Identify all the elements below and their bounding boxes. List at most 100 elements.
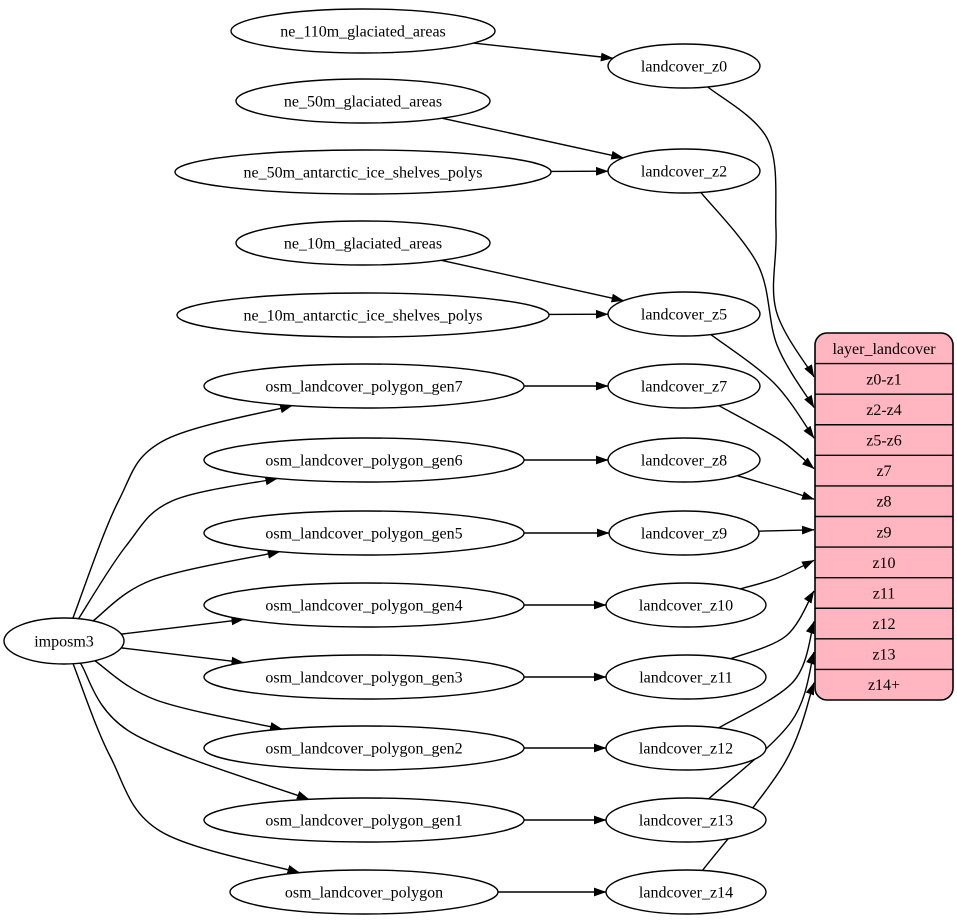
node-ellipse	[203, 725, 525, 771]
node-label-osm_landcover_polygon: osm_landcover_polygon	[285, 885, 443, 902]
node-ellipse	[605, 797, 767, 843]
node-ellipse	[203, 582, 525, 628]
node-ellipse	[607, 437, 761, 483]
edge-imposm3-to-osm_landcover_polygon_gen5	[92, 549, 281, 622]
node-osm_landcover_polygon: osm_landcover_polygon	[229, 869, 499, 915]
node-label-osm_landcover_polygon_gen6: osm_landcover_polygon_gen6	[265, 453, 462, 470]
node-ellipse	[605, 582, 767, 628]
node-landcover_z0: landcover_z0	[607, 43, 761, 89]
node-ellipse	[608, 510, 760, 556]
node-ellipse	[203, 363, 525, 409]
edge-ne_50m_glaciated_areas-to-landcover_z2	[441, 117, 624, 160]
node-label-landcover_z8: landcover_z8	[641, 453, 727, 470]
node-label-osm_landcover_polygon_gen5: osm_landcover_polygon_gen5	[265, 526, 462, 543]
node-label-ne_110m_glaciated_areas: ne_110m_glaciated_areas	[280, 24, 446, 41]
edge-imposm3-to-osm_landcover_polygon	[72, 663, 300, 874]
node-label-landcover_z13: landcover_z13	[639, 813, 733, 830]
node-ellipse	[3, 617, 125, 665]
node-osm_landcover_polygon_gen6: osm_landcover_polygon_gen6	[203, 437, 525, 483]
node-ellipse	[235, 78, 491, 124]
node-ne_50m_antarctic_ice_shelves_polys: ne_50m_antarctic_ice_shelves_polys	[174, 149, 552, 195]
node-ellipse	[176, 292, 550, 338]
node-label-ne_50m_antarctic_ice_shelves_polys: ne_50m_antarctic_ice_shelves_polys	[243, 165, 482, 182]
node-landcover_z12: landcover_z12	[605, 725, 767, 771]
node-label-ne_10m_antarctic_ice_shelves_polys: ne_10m_antarctic_ice_shelves_polys	[243, 308, 482, 325]
node-label-ne_10m_glaciated_areas: ne_10m_glaciated_areas	[284, 236, 442, 253]
node-ellipse	[605, 869, 767, 915]
nodes-layer: imposm3 ne_110m_glaciated_areas ne_50m_gla…	[3, 8, 954, 915]
node-ellipse	[605, 654, 767, 700]
edge-landcover_z11-to-row-z11	[730, 590, 815, 660]
node-landcover_z8: landcover_z8	[607, 437, 761, 483]
edge-landcover_z0-to-row-z0-z1	[707, 86, 815, 378]
record-row-z13: z13	[872, 647, 895, 664]
node-label-landcover_z5: landcover_z5	[641, 307, 727, 324]
node-label-osm_landcover_polygon_gen7: osm_landcover_polygon_gen7	[265, 379, 462, 396]
node-ellipse	[229, 869, 499, 915]
record-row-z11: z11	[873, 585, 896, 602]
edge-landcover_z7-to-row-z7	[718, 404, 815, 470]
edge-landcover_z8-to-row-z8	[737, 475, 815, 500]
record-row-z9: z9	[876, 524, 891, 541]
node-ellipse	[607, 363, 761, 409]
node-label-osm_landcover_polygon_gen4: osm_landcover_polygon_gen4	[265, 598, 462, 615]
record-row-z0-z1: z0-z1	[866, 371, 902, 388]
node-label-landcover_z10: landcover_z10	[639, 598, 733, 615]
node-label-imposm3: imposm3	[34, 634, 94, 651]
edge-landcover_z12-to-row-z12	[718, 621, 815, 729]
node-ellipse	[230, 8, 496, 54]
record-row-z10: z10	[872, 555, 895, 572]
edge-imposm3-to-osm_landcover_polygon_gen6	[77, 476, 278, 620]
node-ellipse	[235, 220, 491, 266]
record-row-z8: z8	[876, 494, 891, 511]
record-node-layer_landcover: layer_landcoverz0-z1z2-z4z5-z6z7z8z9z10z…	[814, 332, 954, 701]
node-ellipse	[203, 437, 525, 483]
node-osm_landcover_polygon_gen5: osm_landcover_polygon_gen5	[203, 510, 525, 556]
node-ne_50m_glaciated_areas: ne_50m_glaciated_areas	[235, 78, 491, 124]
edges-layer	[72, 42, 815, 897]
node-osm_landcover_polygon_gen7: osm_landcover_polygon_gen7	[203, 363, 525, 409]
edge-ne_110m_glaciated_areas-to-landcover_z0	[473, 42, 614, 62]
node-ellipse	[203, 654, 525, 700]
edge-ne_10m_glaciated_areas-to-landcover_z5	[441, 259, 625, 303]
node-landcover_z2: landcover_z2	[607, 148, 761, 194]
node-ellipse	[607, 291, 761, 337]
node-landcover_z13: landcover_z13	[605, 797, 767, 843]
node-label-osm_landcover_polygon_gen2: osm_landcover_polygon_gen2	[265, 741, 462, 758]
node-osm_landcover_polygon_gen4: osm_landcover_polygon_gen4	[203, 582, 525, 628]
node-landcover_z9: landcover_z9	[608, 510, 760, 556]
record-row-z5-z6: z5-z6	[866, 433, 902, 450]
node-landcover_z14: landcover_z14	[605, 869, 767, 915]
edge-landcover_z14-to-row-z14+	[701, 682, 815, 871]
node-label-landcover_z11: landcover_z11	[639, 670, 733, 687]
node-imposm3: imposm3	[3, 617, 125, 665]
node-landcover_z10: landcover_z10	[605, 582, 767, 628]
node-label-landcover_z7: landcover_z7	[641, 379, 727, 396]
edge-landcover_z9-to-row-z9	[758, 525, 815, 535]
node-label-osm_landcover_polygon_gen1: osm_landcover_polygon_gen1	[265, 813, 462, 830]
record-row-z7: z7	[876, 463, 891, 480]
node-label-landcover_z9: landcover_z9	[641, 526, 727, 543]
record-row-z2-z4: z2-z4	[866, 402, 902, 419]
edge-imposm3-to-osm_landcover_polygon_gen2	[94, 660, 283, 731]
node-osm_landcover_polygon_gen3: osm_landcover_polygon_gen3	[203, 654, 525, 700]
node-landcover_z11: landcover_z11	[605, 654, 767, 700]
node-ellipse	[607, 148, 761, 194]
node-label-landcover_z0: landcover_z0	[641, 59, 727, 76]
node-ne_10m_glaciated_areas: ne_10m_glaciated_areas	[235, 220, 491, 266]
node-ne_110m_glaciated_areas: ne_110m_glaciated_areas	[230, 8, 496, 54]
node-label-landcover_z12: landcover_z12	[639, 741, 733, 758]
edge-landcover_z5-to-row-z5-z6	[710, 334, 815, 439]
edge-landcover_z2-to-row-z2-z4	[700, 192, 815, 408]
node-label-landcover_z14: landcover_z14	[639, 885, 733, 902]
node-ne_10m_antarctic_ice_shelves_polys: ne_10m_antarctic_ice_shelves_polys	[176, 292, 550, 338]
edge-imposm3-to-osm_landcover_polygon_gen3	[121, 647, 244, 666]
node-landcover_z7: landcover_z7	[607, 363, 761, 409]
edge-imposm3-to-osm_landcover_polygon_gen4	[121, 616, 244, 635]
edge-landcover_z13-to-row-z13	[708, 651, 815, 800]
node-ellipse	[203, 510, 525, 556]
node-label-ne_50m_glaciated_areas: ne_50m_glaciated_areas	[284, 94, 442, 111]
edge-landcover_z10-to-row-z10	[740, 559, 815, 590]
